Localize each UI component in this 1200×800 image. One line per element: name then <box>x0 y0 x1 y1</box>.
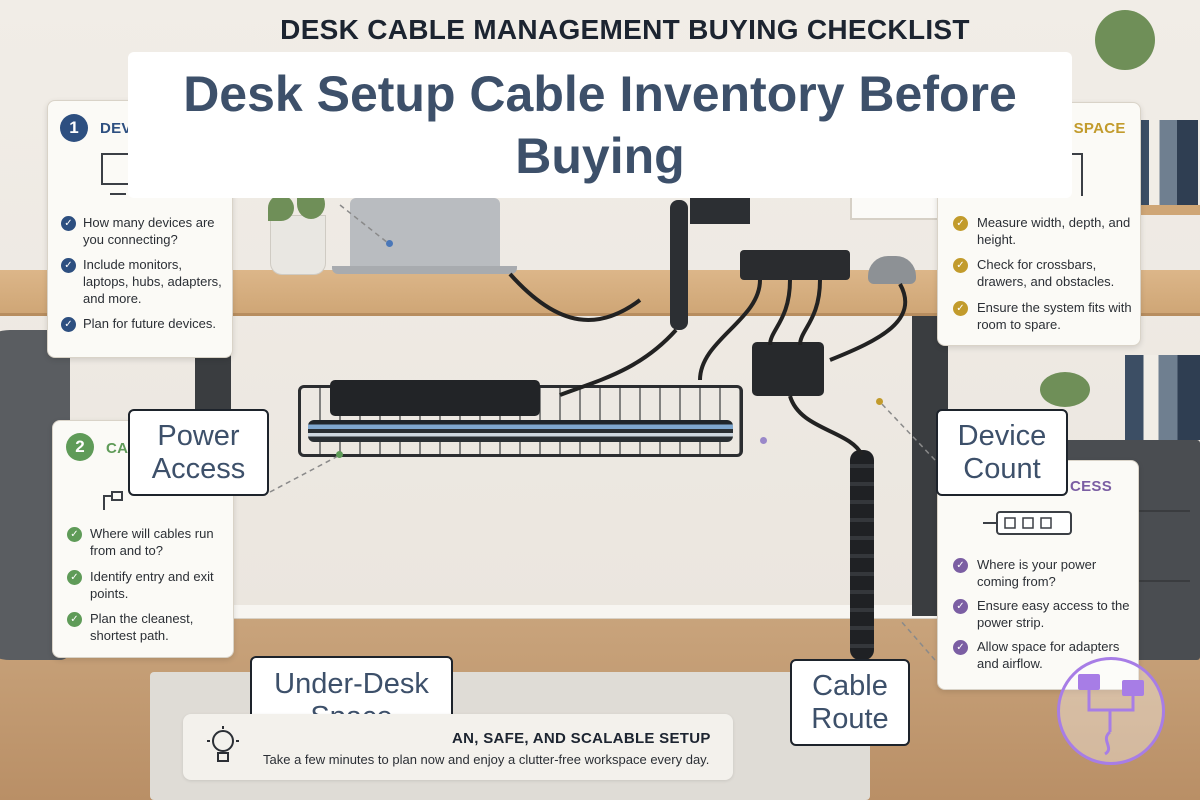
footer-banner-subtext: Take a few minutes to plan now and enjoy… <box>263 752 710 767</box>
usb-hub <box>752 342 824 396</box>
network-logo-graphic <box>1078 674 1144 756</box>
power-strip <box>330 380 540 416</box>
network-logo-icon <box>1057 657 1165 765</box>
leader-line <box>879 401 936 461</box>
marker-dot <box>336 451 343 458</box>
cable <box>698 279 762 381</box>
plant-pot <box>270 215 326 275</box>
card-power-access <box>937 460 1139 690</box>
check-icon: ✓ <box>61 258 76 273</box>
check-icon: ✓ <box>67 570 82 585</box>
laptop-base <box>332 266 517 274</box>
baseboard <box>0 605 1200 619</box>
label-cable-route: Cable Route <box>790 659 910 746</box>
cable <box>508 272 642 322</box>
check-icon: ✓ <box>67 612 82 627</box>
check-icon: ✓ <box>953 599 968 614</box>
card-devices-number: 1 <box>60 114 88 142</box>
label-power-access: Power Access <box>128 409 269 496</box>
marker-dot <box>760 437 767 444</box>
footer-banner-heading: AN, SAFE, AND SCALABLE SETUP <box>452 730 711 747</box>
check-icon: ✓ <box>953 301 968 316</box>
card-cable-path-item-2: Identify entry and exit points. <box>90 569 214 601</box>
check-icon: ✓ <box>953 258 968 273</box>
card-cable-path-item-1: Where will cables run from and to? <box>90 526 214 558</box>
marker-dot <box>386 240 393 247</box>
label-device-count: Device Count <box>936 409 1068 496</box>
desk-outline-icon <box>1068 153 1083 196</box>
card-desk-space-item-2: Check for crossbars, drawers, and obstac… <box>977 257 1115 289</box>
lightbulb-icon <box>207 726 239 762</box>
marker-dot <box>876 398 883 405</box>
card-desk-space-item-3: Ensure the system fits with room to spar… <box>977 300 1132 332</box>
smart-speaker <box>868 256 916 284</box>
laptop <box>350 198 500 270</box>
plant-leaf <box>1095 10 1155 70</box>
check-icon: ✓ <box>953 558 968 573</box>
cable <box>829 283 908 362</box>
cable <box>798 279 822 346</box>
card-power-access-item-2: Ensure easy access to the power strip. <box>977 598 1130 630</box>
plant-leaf <box>1040 372 1090 407</box>
overlay-title-box: Desk Setup Cable Inventory Before Buying <box>128 52 1072 198</box>
leader-line <box>899 619 936 661</box>
card-devices-item-2: Include monitors, laptops, hubs, adapter… <box>83 257 222 306</box>
leader-line <box>269 454 341 493</box>
cabinet-books <box>1125 355 1200 440</box>
plant-leaf <box>268 195 294 221</box>
footer-banner <box>183 714 733 780</box>
plug-icon <box>103 491 123 510</box>
check-icon: ✓ <box>953 216 968 231</box>
monitor-arm <box>670 200 688 330</box>
card-power-access-item-3: Allow space for adapters and airflow. <box>977 639 1120 671</box>
card-devices-item-1: How many devices are you connecting? <box>83 215 215 247</box>
docking-station <box>740 250 850 280</box>
power-strip-icon <box>983 511 1072 535</box>
card-power-access-item-1: Where is your power coming from? <box>977 557 1097 589</box>
overlay-title: Desk Setup Cable Inventory Before Buying <box>183 66 1017 184</box>
card-cable-path-number: 2 <box>66 433 94 461</box>
card-desk-space-item-1: Measure width, depth, and height. <box>977 215 1131 247</box>
cable <box>559 328 678 397</box>
card-devices-heading: DEV <box>100 120 132 137</box>
cable <box>788 395 864 457</box>
card-desk-space-heading: K SPACE <box>1058 120 1126 137</box>
card-cable-path-item-3: Plan the cleanest, shortest path. <box>90 611 194 643</box>
leader-line <box>339 204 389 244</box>
cable-sleeve <box>850 450 874 660</box>
poster-title: DESK CABLE MANAGEMENT BUYING CHECKLIST <box>280 14 970 45</box>
card-cable-path-heading: CA <box>106 440 129 457</box>
card-power-access-heading: CESS <box>1070 478 1113 495</box>
card-devices-item-3: Plan for future devices. <box>83 316 216 331</box>
check-icon: ✓ <box>67 527 82 542</box>
cable <box>768 279 792 346</box>
check-icon: ✓ <box>61 317 76 332</box>
check-icon: ✓ <box>61 216 76 231</box>
tray-cables <box>308 420 733 442</box>
check-icon: ✓ <box>953 640 968 655</box>
